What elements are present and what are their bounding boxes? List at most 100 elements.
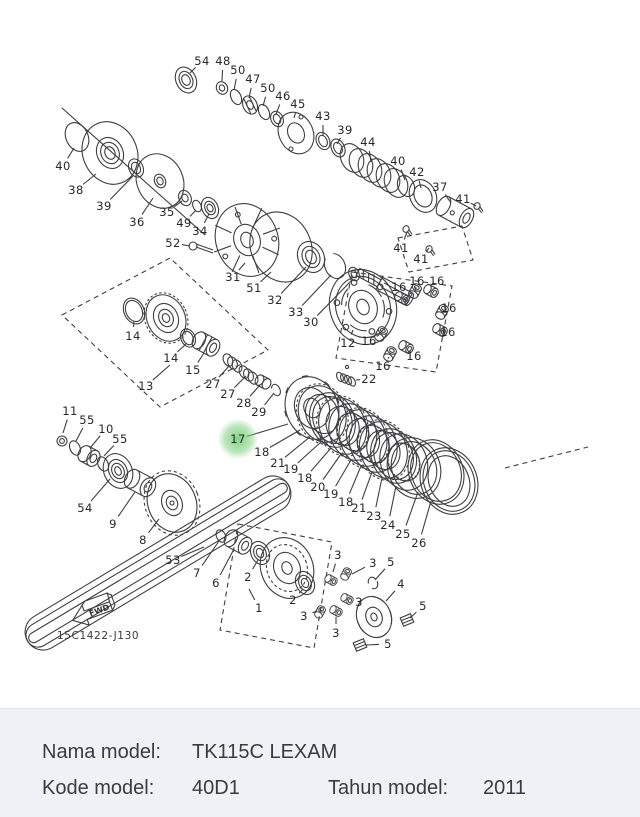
part-label-18[interactable]: 18 [338,495,354,509]
part-label-41[interactable]: 41 [413,252,429,266]
part-label-2[interactable]: 2 [289,593,297,607]
part-label-36[interactable]: 36 [129,215,145,229]
part-label-46[interactable]: 46 [275,89,291,103]
part-label-10[interactable]: 10 [98,422,114,436]
part-label-30[interactable]: 30 [303,315,319,329]
leader-line-18 [269,429,301,448]
part-label-35[interactable]: 35 [159,205,175,219]
part-label-24[interactable]: 24 [380,518,396,532]
part-label-47[interactable]: 47 [245,72,261,86]
part-label-44[interactable]: 44 [360,135,376,149]
part-label-33[interactable]: 33 [288,305,304,319]
part-label-48[interactable]: 48 [215,54,231,68]
part-label-13[interactable]: 13 [138,379,154,393]
part-label-39[interactable]: 39 [96,199,112,213]
part-label-15[interactable]: 15 [185,363,201,377]
leader-line-2 [298,588,304,594]
part-label-40[interactable]: 40 [390,154,406,168]
part-label-49[interactable]: 49 [176,216,192,230]
part-label-3[interactable]: 3 [332,626,340,640]
leader-line-41 [470,202,477,207]
part-label-54[interactable]: 54 [77,501,93,515]
part-label-50[interactable]: 50 [230,63,246,77]
part-label-45[interactable]: 45 [290,97,306,111]
leader-line-7 [201,540,220,566]
leader-line-55 [103,445,115,457]
part-label-12[interactable]: 12 [340,336,356,350]
part-label-11[interactable]: 11 [62,404,78,418]
part-label-55[interactable]: 55 [112,432,128,446]
leader-line-2 [252,559,259,570]
leader-line-29 [264,392,275,406]
part-label-29[interactable]: 29 [251,405,267,419]
part-label-19[interactable]: 19 [283,462,299,476]
part-label-4[interactable]: 4 [397,577,405,591]
part-label-19[interactable]: 19 [323,487,339,501]
leader-line-26 [420,500,432,535]
gear-28 [254,374,272,390]
part-label-22[interactable]: 22 [361,372,377,386]
part-label-52[interactable]: 52 [165,236,181,250]
part-label-3[interactable]: 3 [355,595,363,609]
part-label-5[interactable]: 5 [419,599,427,613]
part-label-16[interactable]: 16 [406,349,422,363]
part-label-5[interactable]: 5 [387,555,395,569]
part-label-3[interactable]: 3 [369,556,377,570]
part-label-26[interactable]: 26 [411,536,427,550]
leader-line-32 [280,266,307,294]
model-code-row: Kode model: 40D1 Tahun model: 2011 [42,777,622,801]
part-label-9[interactable]: 9 [109,517,117,531]
part-label-18[interactable]: 18 [297,471,313,485]
part-label-1[interactable]: 1 [255,601,263,615]
part-label-16[interactable]: 16 [361,334,377,348]
part-label-38[interactable]: 38 [68,183,84,197]
part-label-32[interactable]: 32 [267,293,283,307]
part-label-16[interactable]: 16 [375,359,391,373]
part-label-16[interactable]: 16 [391,280,407,294]
part-label-16[interactable]: 16 [409,274,425,288]
part-label-31[interactable]: 31 [225,270,241,284]
part-label-16[interactable]: 16 [440,325,456,339]
part-label-17[interactable]: 17 [230,432,246,446]
part-label-5[interactable]: 5 [384,637,392,651]
part-label-14[interactable]: 14 [125,329,141,343]
part-label-54[interactable]: 54 [194,54,210,68]
leader-line-18 [348,465,362,494]
part-label-25[interactable]: 25 [395,527,411,541]
part-label-16[interactable]: 16 [441,301,457,315]
part-label-41[interactable]: 41 [393,241,409,255]
part-label-34[interactable]: 34 [192,224,208,238]
part-label-8[interactable]: 8 [139,533,147,547]
part-label-21[interactable]: 21 [270,456,286,470]
part-label-50[interactable]: 50 [260,81,276,95]
part-label-14[interactable]: 14 [163,351,179,365]
part-label-51[interactable]: 51 [246,281,262,295]
part-label-16[interactable]: 16 [429,274,445,288]
part-group-clutch-plates [283,375,479,515]
part-label-28[interactable]: 28 [236,396,252,410]
part-label-40[interactable]: 40 [55,159,71,173]
part-label-27[interactable]: 27 [220,387,236,401]
part-label-6[interactable]: 6 [212,576,220,590]
leader-line-39 [336,137,342,145]
part-label-53[interactable]: 53 [165,553,181,567]
part-label-3[interactable]: 3 [334,548,342,562]
part-label-55[interactable]: 55 [79,413,95,427]
part-label-43[interactable]: 43 [315,109,331,123]
part-label-37[interactable]: 37 [432,180,448,194]
leader-line-25 [405,491,419,526]
sheave-1 [259,537,315,599]
part-label-18[interactable]: 18 [254,445,270,459]
part-label-42[interactable]: 42 [409,165,425,179]
part-label-23[interactable]: 23 [366,509,382,523]
part-label-39[interactable]: 39 [337,123,353,137]
part-label-3[interactable]: 3 [300,609,308,623]
part-label-41[interactable]: 41 [455,192,471,206]
part-label-21[interactable]: 21 [351,501,367,515]
part-label-27[interactable]: 27 [205,377,221,391]
leader-line-14 [177,343,187,353]
part-label-7[interactable]: 7 [193,566,201,580]
part-label-20[interactable]: 20 [310,480,326,494]
part-label-2[interactable]: 2 [244,570,252,584]
model-code-label: Kode model: [42,777,155,799]
